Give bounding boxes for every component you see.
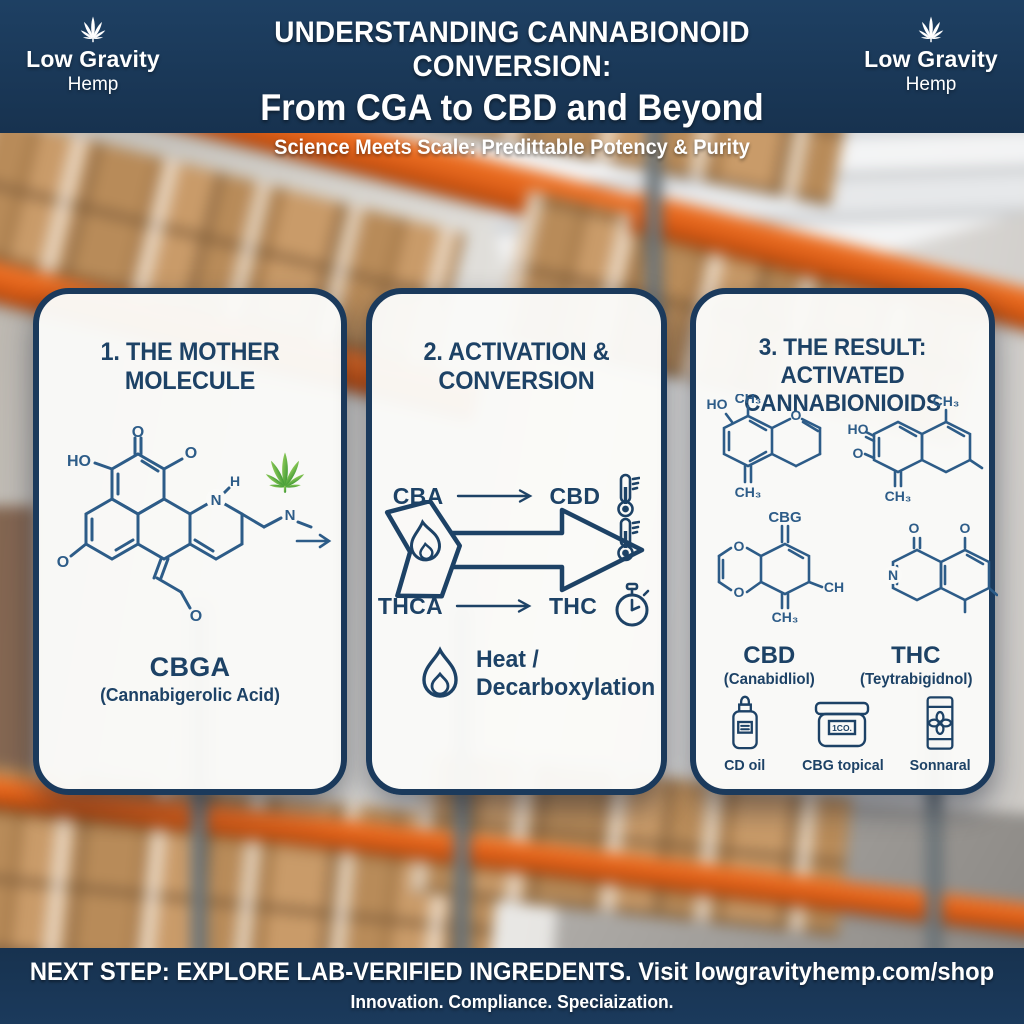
cannabis-leaf-icon [918, 16, 944, 43]
rack-post [646, 121, 662, 321]
card2-title-line1: 2. ACTIVATION & [423, 338, 610, 366]
flame-icon [422, 646, 458, 698]
right-arrow-icon [456, 489, 532, 503]
atom-label: O [960, 520, 971, 536]
card1-compound: CBGA (Cannabigerolic Acid) [39, 652, 341, 706]
right-arrow-icon [455, 599, 532, 613]
compound-from: THCA [377, 592, 443, 619]
conversion-arrow [384, 500, 645, 599]
card3-compounds: CBD (Canabidliol) THC (Teytrabigidnol) [696, 642, 989, 689]
card-mother-molecule: 1. THE MOTHER MOLECULE [33, 288, 347, 795]
right-arrow-icon [295, 533, 332, 549]
atom-label: N [211, 492, 222, 509]
cannabis-leaf-icon [80, 16, 106, 43]
compound-thc: THC (Teytrabigidnol) [843, 642, 990, 689]
atom-label: O [132, 426, 144, 441]
product-label: CBG topical [801, 757, 884, 774]
thermometer-icon [617, 473, 641, 518]
card1-title: 1. THE MOTHER MOLECULE [48, 338, 332, 396]
main-title-line1: UNDERSTANDING CANNABIONOID CONVERSION: [274, 16, 750, 83]
atom-label: HO [707, 396, 728, 412]
brand-name: Low Gravity [864, 46, 998, 72]
jar-icon: 1CO. [815, 701, 870, 748]
process-line1: Heat / [476, 646, 539, 673]
card2-title: 2. ACTIVATION & CONVERSION [381, 338, 653, 396]
compound-name: CBD [743, 642, 796, 669]
card3-title: 3. THE RESULT: ACTIVATED CANNABIONIOIDS [705, 334, 980, 417]
atom-label: O [734, 538, 745, 554]
atom-label: N [285, 507, 296, 524]
atom-label: CH₃ [885, 488, 912, 504]
atom-label: H [230, 473, 240, 489]
footer-tagline: Innovation. Compliance. Speciaization. [350, 992, 674, 1012]
card-activation-conversion: 2. ACTIVATION & CONVERSION CBA CBD [366, 288, 667, 795]
compound-fullname: (Canabidliol) [723, 671, 815, 688]
atom-label: HO [848, 421, 869, 437]
product-label: Sonnaral [909, 757, 971, 774]
header-titles: UNDERSTANDING CANNABIONOID CONVERSION: F… [185, 16, 839, 160]
atom-label: CH₃ [933, 393, 960, 409]
product-label: CD oil [724, 757, 766, 774]
compound-name: THC [891, 642, 941, 669]
card3-title-line2: CANNABIONIOIDS [744, 389, 941, 417]
cbg-molecule-structure: CBG O O CH CH₃ [717, 509, 844, 625]
atom-label: HO [67, 453, 91, 470]
atom-label: CH₃ [735, 484, 762, 500]
tube-package-icon [926, 696, 954, 750]
product-oil: CD oil [696, 692, 794, 774]
stopwatch-icon [615, 582, 650, 627]
compound-fullname: (Teytrabigidnol) [859, 671, 973, 688]
card-result-cannabinoids: 3. THE RESULT: ACTIVATED CANNABIONIOIDS … [690, 288, 998, 795]
card2-title-line2: CONVERSION [438, 367, 595, 395]
brand-name: Low Gravity [26, 46, 160, 72]
brand-sub: Hemp [67, 74, 119, 95]
atom-label: O [185, 445, 197, 462]
thc-molecule-structure-2: O O N [884, 520, 998, 614]
product-topical: 1CO. CBG topical [794, 692, 892, 774]
header-band: Low Gravity Hemp UNDERSTANDING CANNABION… [0, 0, 1024, 159]
card3-title-line1: 3. THE RESULT: ACTIVATED [758, 334, 927, 389]
atom-label: CH₃ [735, 394, 762, 406]
atom-label: O [734, 584, 745, 600]
atom-label: O [853, 445, 864, 461]
thc-molecule-structure: CH₃ HO O CH₃ [848, 393, 984, 504]
header-subtitle: Science Meets Scale: Predittable Potency… [274, 136, 750, 159]
process-label: Heat / Decarboxylation [476, 646, 655, 703]
brand-logo-right: Low Gravity Hemp [846, 14, 1016, 96]
process-line2: Decarboxylation [476, 674, 656, 702]
main-title-line2: From CGA to CBD and Beyond [260, 87, 764, 128]
cannabis-leaf-icon [265, 452, 305, 493]
product-sonnaral: Sonnaral [891, 692, 989, 774]
atom-label: CH₃ [772, 609, 799, 625]
heat-decarboxylation: Heat / Decarboxylation [418, 646, 663, 703]
atom-label: O [57, 554, 69, 571]
thermometer-icon [617, 517, 640, 562]
conversion-row-2: THCA THC [372, 582, 661, 630]
cbga-molecule-structure: O O HO O N H N O [57, 426, 313, 625]
atom-label: O [190, 608, 202, 625]
atom-label: N [888, 567, 898, 583]
molecule-caption: CBG [768, 509, 801, 526]
compound-cbd: CBD (Canabidliol) [696, 642, 843, 689]
brand-logo-left: Low Gravity Hemp [8, 14, 178, 96]
compound-fullname: (Cannabigerolic Acid) [100, 685, 280, 705]
dropper-bottle-icon [732, 695, 758, 750]
card1-title-line1: 1. THE MOTHER [100, 338, 280, 366]
brand-sub: Hemp [905, 74, 957, 95]
compound-to: THC [548, 592, 598, 619]
compound-name: CBGA [149, 652, 231, 682]
jar-label-text: 1CO. [833, 723, 853, 733]
flame-icon [410, 519, 441, 562]
product-row: CD oil 1CO. CBG topical [696, 692, 989, 774]
atom-label: CH [824, 579, 844, 595]
atom-label: O [909, 520, 920, 536]
card1-title-line2: MOLECULE [124, 367, 256, 395]
cbd-molecule-structure: HO CH₃ O CH₃ [707, 394, 822, 500]
atom-label: O [791, 407, 802, 423]
footer-band: NEXT STEP: EXPLORE LAB-VERIFIED INGREDEN… [0, 948, 1024, 1024]
compound-to: CBD [549, 482, 601, 509]
footer-cta: NEXT STEP: EXPLORE LAB-VERIFIED INGREDEN… [29, 958, 995, 986]
